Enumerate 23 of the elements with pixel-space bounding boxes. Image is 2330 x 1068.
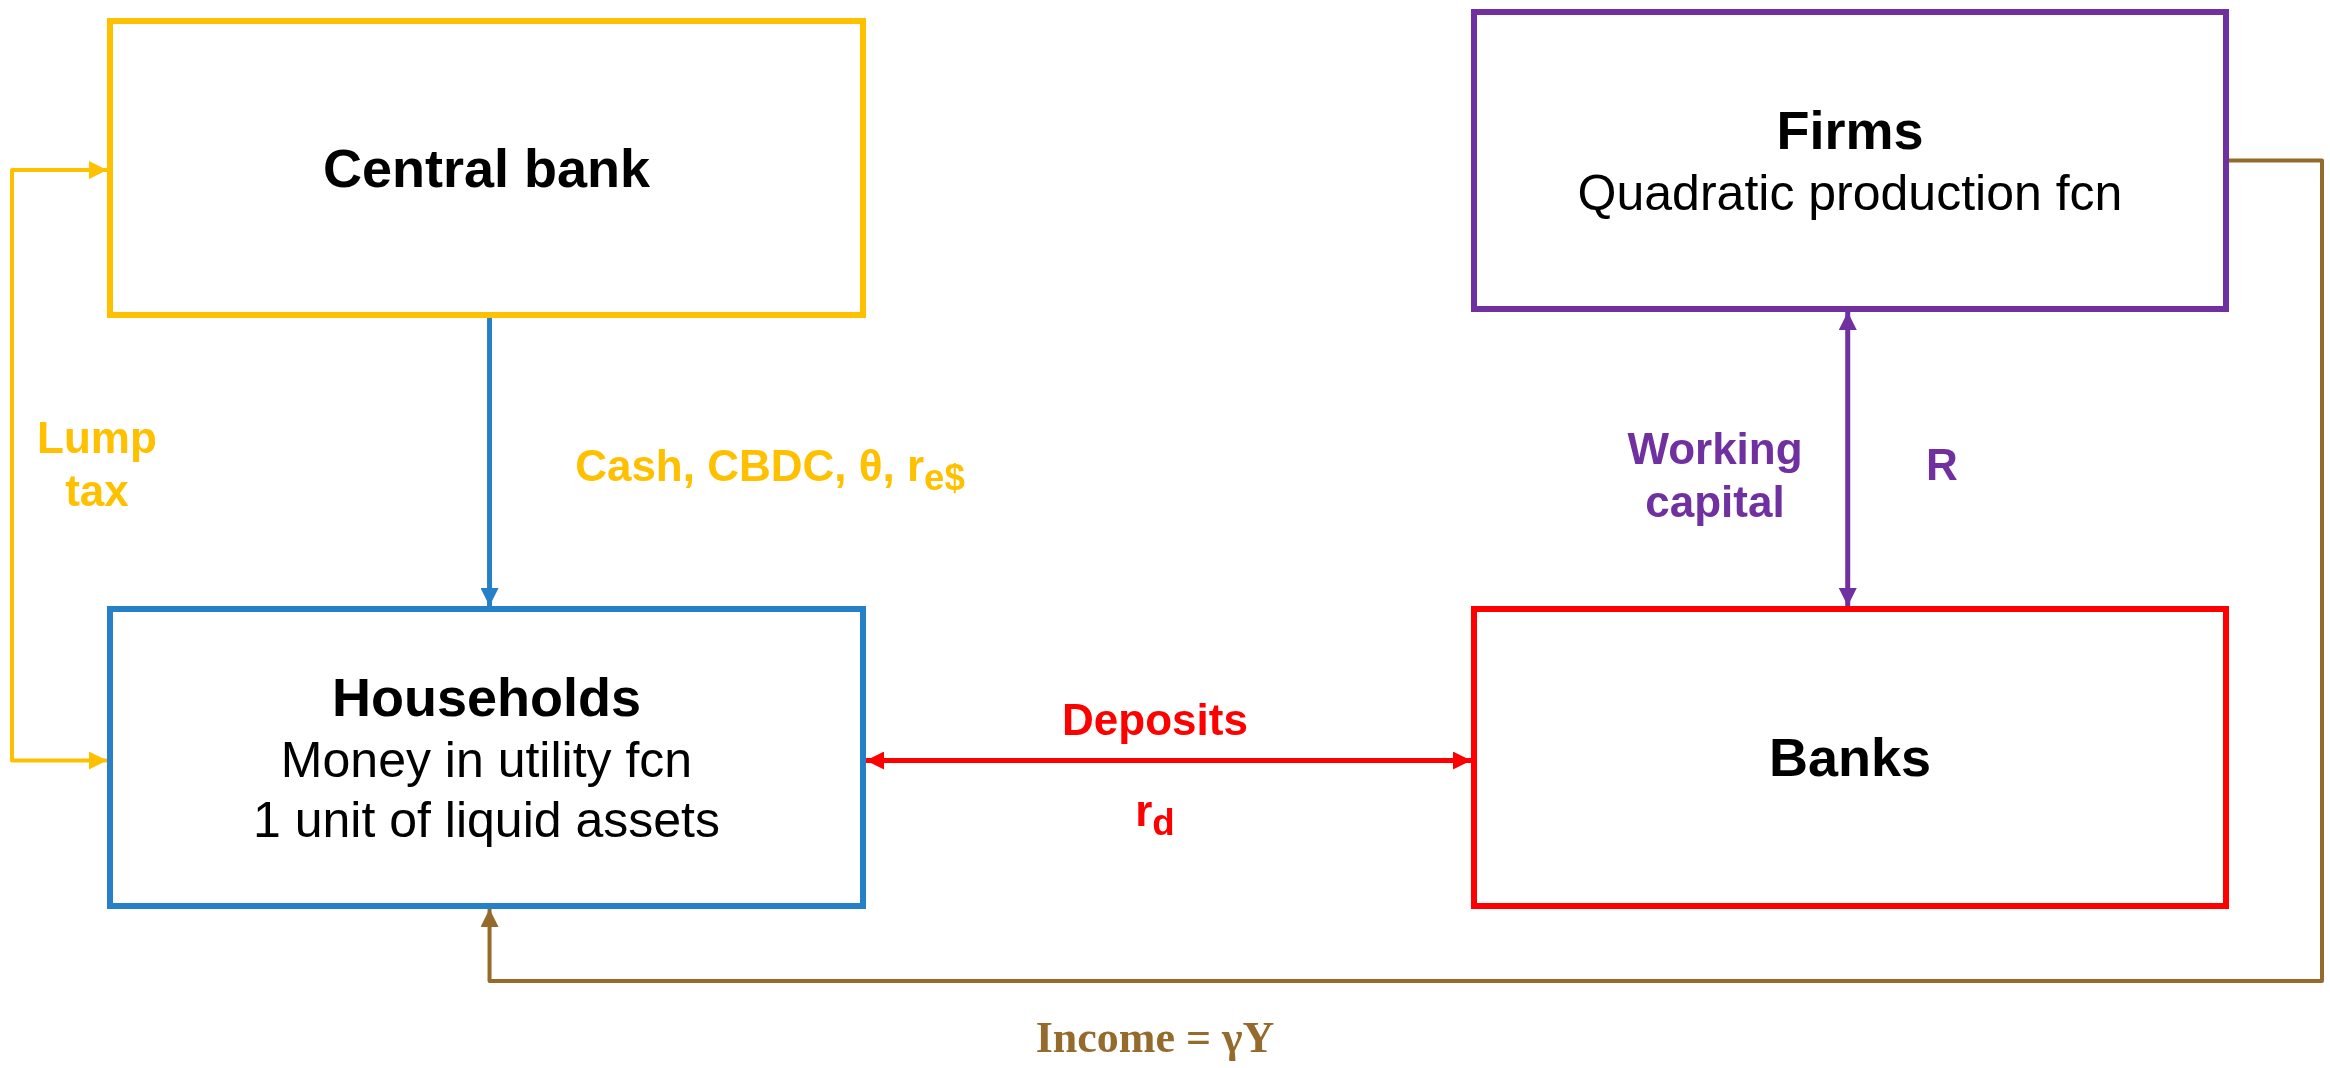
arrow <box>480 158 2324 983</box>
arrow <box>1838 312 1857 606</box>
edge-label: Lump tax <box>36 412 158 517</box>
edge-label: Working capital <box>1626 423 1804 528</box>
edge-label: Income = γY <box>1035 1011 1275 1064</box>
box-title: Banks <box>1768 726 1932 790</box>
firms-box <box>1471 9 2229 312</box>
edge-label: Deposits <box>1062 693 1248 746</box>
box-title: Firms <box>1776 99 1924 163</box>
arrow <box>10 161 107 770</box>
central-bank-box <box>107 18 866 318</box>
arrow <box>480 318 499 606</box>
box-title: Central bank <box>322 136 651 200</box>
variable-label: R <box>1926 438 1958 491</box>
banks-box <box>1471 606 2229 909</box>
variable-label: r$_{d}$ <box>1135 784 1175 846</box>
edge-label: Cash, CBDC, θ, r$_{e$}$ <box>575 439 965 501</box>
households-box <box>107 606 866 909</box>
box-text: Quadratic production fcn <box>1577 163 2123 223</box>
box-text: Money in utility fcn <box>280 730 693 790</box>
arrow <box>866 751 1471 770</box>
box-title: Households <box>332 666 641 730</box>
box-text: 1 unit of liquid assets <box>253 790 720 850</box>
